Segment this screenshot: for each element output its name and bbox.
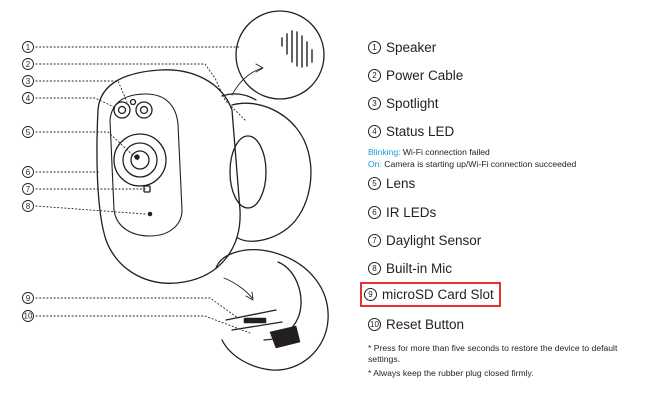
spotlight-icon <box>113 98 153 119</box>
callout-2: 2 <box>22 58 34 70</box>
svg-text:4: 4 <box>26 94 31 103</box>
mic-icon <box>147 211 153 217</box>
legend-label: Status LED <box>386 124 455 139</box>
legend-label: IR LEDs <box>386 205 437 220</box>
legend-number: 9 <box>364 288 377 301</box>
legend-number: 3 <box>368 97 381 110</box>
status-key-on: On: <box>368 159 382 169</box>
legend-item-ir-leds: 6 IR LEDs <box>368 205 436 220</box>
camera-body <box>96 69 241 284</box>
svg-text:7: 7 <box>26 185 31 194</box>
legend-item-microsd-card-slot: 9 microSD Card Slot <box>360 282 501 307</box>
svg-text:8: 8 <box>26 202 31 211</box>
legend-number: 4 <box>368 125 381 138</box>
callout-8: 8 <box>22 200 34 212</box>
svg-text:9: 9 <box>26 294 31 303</box>
note-rubber-plug: * Always keep the rubber plug closed fir… <box>368 368 534 378</box>
legend-label: Spotlight <box>386 96 439 111</box>
svg-text:6: 6 <box>26 168 31 177</box>
callout-4: 4 <box>22 92 34 104</box>
leader-lines <box>35 46 251 334</box>
callout-3: 3 <box>22 75 34 87</box>
status-key-blinking: Blinking: <box>368 147 401 157</box>
lens-icon <box>113 133 167 187</box>
legend-number: 7 <box>368 234 381 247</box>
legend: 1 Speaker 2 Power Cable 3 Spotlight 4 St… <box>360 0 648 400</box>
legend-number: 2 <box>368 69 381 82</box>
camera-diagram: 1 2 3 4 5 6 7 8 9 10 <box>22 10 329 371</box>
legend-label: Daylight Sensor <box>386 233 482 248</box>
legend-item-lens: 5 Lens <box>368 176 415 191</box>
legend-number: 8 <box>368 262 381 275</box>
legend-item-speaker: 1 Speaker <box>368 40 436 55</box>
daylight-sensor-icon <box>143 185 151 193</box>
callout-5: 5 <box>22 126 34 138</box>
legend-label: Power Cable <box>386 68 464 83</box>
svg-text:1: 1 <box>26 43 31 52</box>
speaker-zoom <box>231 10 325 100</box>
legend-item-daylight-sensor: 7 Daylight Sensor <box>368 233 481 248</box>
legend-number: 1 <box>368 41 381 54</box>
legend-label: Built-in Mic <box>386 261 453 276</box>
legend-item-status-led: 4 Status LED <box>368 124 454 139</box>
callout-7: 7 <box>22 183 34 195</box>
legend-number: 5 <box>368 177 381 190</box>
legend-label: Speaker <box>386 40 437 55</box>
sd-slot-zoom <box>215 249 329 371</box>
callout-9: 9 <box>22 292 34 304</box>
legend-label: Reset Button <box>386 317 465 332</box>
status-text-on: Camera is starting up/Wi-Fi connection s… <box>381 159 577 169</box>
legend-item-power-cable: 2 Power Cable <box>368 68 463 83</box>
legend-label: microSD Card Slot <box>382 287 494 302</box>
camera-mount <box>221 93 312 242</box>
legend-label: Lens <box>386 176 416 191</box>
legend-number: 6 <box>368 206 381 219</box>
svg-text:3: 3 <box>26 77 31 86</box>
legend-item-spotlight: 3 Spotlight <box>368 96 439 111</box>
legend-item-built-in-mic: 8 Built-in Mic <box>368 261 452 276</box>
svg-text:10: 10 <box>24 312 33 321</box>
svg-text:5: 5 <box>26 128 31 137</box>
status-text-blinking: Wi-Fi connection failed <box>400 147 490 157</box>
status-note-blinking: Blinking: Wi-Fi connection failed <box>368 147 490 157</box>
note-reset: * Press for more than five seconds to re… <box>368 343 618 364</box>
callout-10: 10 <box>22 310 34 322</box>
legend-item-reset-button: 10 Reset Button <box>368 317 464 332</box>
svg-text:2: 2 <box>26 60 31 69</box>
status-note-on: On: Camera is starting up/Wi-Fi connecti… <box>368 159 576 169</box>
callout-6: 6 <box>22 166 34 178</box>
callout-1: 1 <box>22 41 34 53</box>
legend-number: 10 <box>368 318 381 331</box>
